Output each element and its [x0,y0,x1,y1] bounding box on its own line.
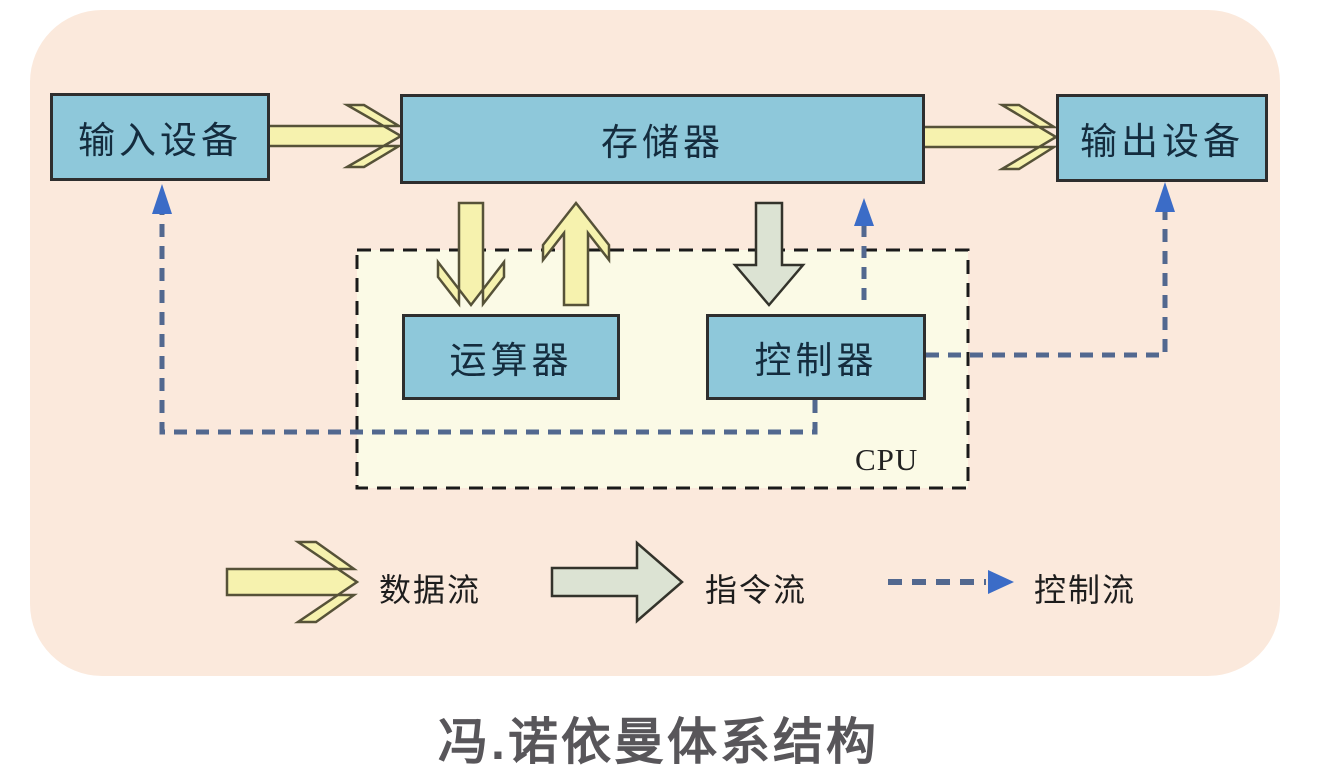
input-device-label: 输入设备 [78,121,242,162]
arrow-memory-to-control [732,201,806,307]
arrow-memory-to-alu [436,201,506,308]
legend-control-flow-label: 控制流 [1034,572,1137,608]
legend-instruction-flow-label: 指令流 [705,572,808,608]
memory-label: 存储器 [601,123,724,164]
arrow-input-to-memory [264,103,404,169]
control-unit-label: 控制器 [754,341,878,382]
memory-box: 存储器 [400,94,925,184]
legend-data-flow-icon [225,540,360,624]
legend-instruction-flow-icon [550,540,684,624]
arrow-control-to-output [926,182,1175,358]
cpu-region-label: CPU [855,442,919,477]
arrow-control-to-memory [854,198,874,300]
alu-box: 运算器 [402,314,620,400]
input-device-box: 输入设备 [50,93,270,181]
alu-label: 运算器 [449,341,573,382]
arrow-alu-to-memory [541,200,611,307]
control-unit-box: 控制器 [706,314,926,400]
output-device-label: 输出设备 [1080,122,1244,163]
output-device-box: 输出设备 [1056,94,1268,182]
legend-data-flow-label: 数据流 [379,572,482,608]
arrow-control-to-input [152,184,818,435]
legend-control-flow-icon [888,570,1014,594]
arrow-memory-to-output [921,103,1059,171]
diagram-title: 冯.诺依曼体系结构 [438,714,879,770]
